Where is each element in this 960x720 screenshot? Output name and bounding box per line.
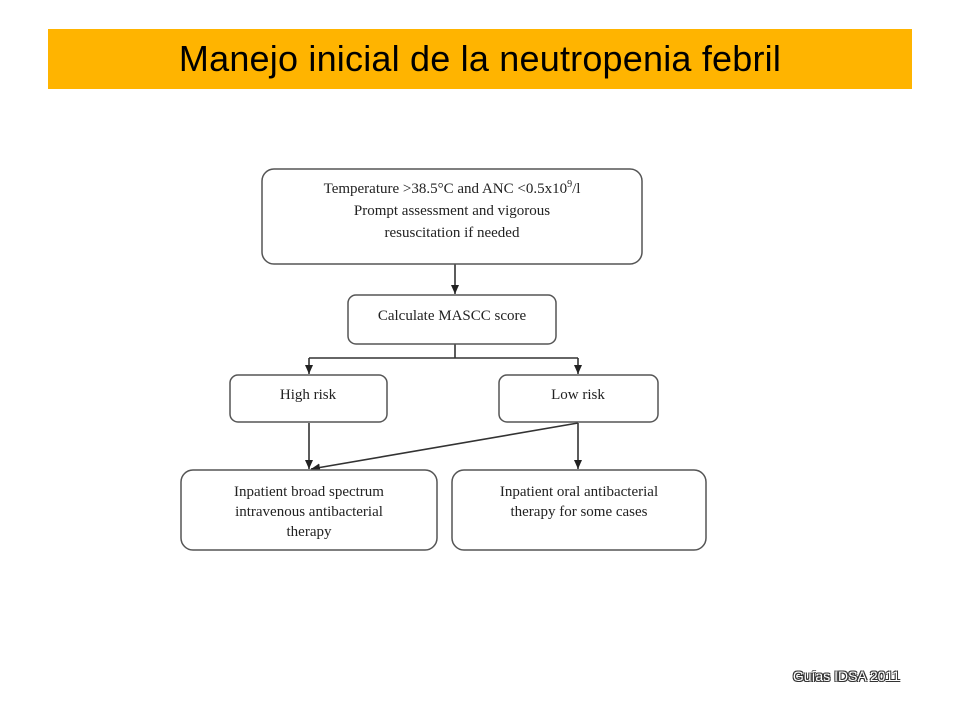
high-risk-node: High risk: [229, 374, 388, 423]
low-risk-node: Low risk: [498, 374, 659, 423]
start-node: Temperature >38.5°C and ANC <0.5x109/l P…: [261, 168, 643, 265]
inpatient-iv-line2: intravenous antibacterial: [235, 504, 383, 520]
mascc-node-label: Calculate MASCC score: [378, 308, 527, 324]
inpatient-oral-line2: therapy for some cases: [510, 504, 647, 520]
connectors: [305, 264, 582, 472]
inpatient-iv-line1: Inpatient broad spectrum: [234, 484, 384, 500]
high-risk-label: High risk: [280, 387, 337, 403]
source-footnote: Guías IDSA 2011: [792, 668, 900, 684]
slide-title: Manejo inicial de la neutropenia febril: [178, 38, 782, 79]
title-bar: Manejo inicial de la neutropenia febril: [48, 29, 912, 89]
low-risk-label: Low risk: [551, 387, 605, 403]
inpatient-oral-line1: Inpatient oral antibacterial: [500, 484, 658, 500]
start-node-line1: Temperature >38.5°C and ANC <0.5x109/l: [324, 179, 581, 197]
start-node-line2: Prompt assessment and vigorous: [354, 203, 550, 219]
inpatient-iv-line3: therapy: [287, 524, 332, 540]
inpatient-oral-node: Inpatient oral antibacterial therapy for…: [451, 469, 707, 551]
mascc-node: Calculate MASCC score: [347, 294, 557, 345]
inpatient-iv-node: Inpatient broad spectrum intravenous ant…: [180, 469, 438, 551]
start-node-line3: resuscitation if needed: [385, 225, 520, 241]
arrow-low-risk-to-iv: [310, 422, 579, 472]
